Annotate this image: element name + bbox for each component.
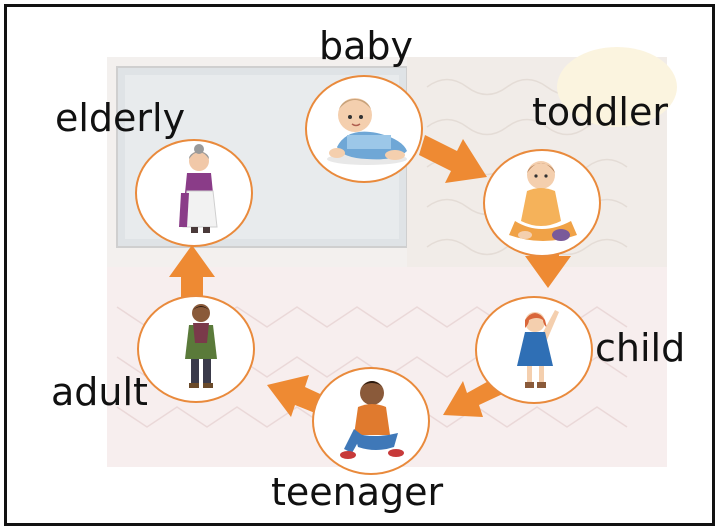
stage-circle-adult (137, 295, 255, 403)
stage-label-adult: adult (51, 370, 148, 414)
stage-label-elderly: elderly (55, 96, 186, 140)
arrow-toddler-to-child (525, 232, 571, 288)
stage-label-toddler: toddler (532, 90, 668, 134)
stage-label-child: child (595, 326, 686, 370)
stage-circle-toddler (483, 149, 601, 257)
stage-label-teenager: teenager (271, 470, 444, 514)
stage-label-baby: baby (319, 24, 414, 68)
child-illustration (517, 310, 559, 388)
stage-circle-baby (305, 75, 423, 183)
elderly-illustration (179, 144, 218, 233)
stage-circle-child (475, 296, 593, 404)
arrow-baby-to-toddler (419, 135, 487, 183)
stage-circle-elderly (135, 139, 253, 247)
baby-illustration (327, 98, 407, 165)
adult-illustration (185, 304, 217, 388)
teenager-illustration (340, 381, 404, 459)
toddler-illustration (509, 161, 577, 241)
diagram-frame: baby toddler child teenager adult elderl… (4, 4, 715, 526)
arrow-adult-to-elderly (169, 245, 215, 301)
stage-circle-teenager (312, 367, 430, 475)
